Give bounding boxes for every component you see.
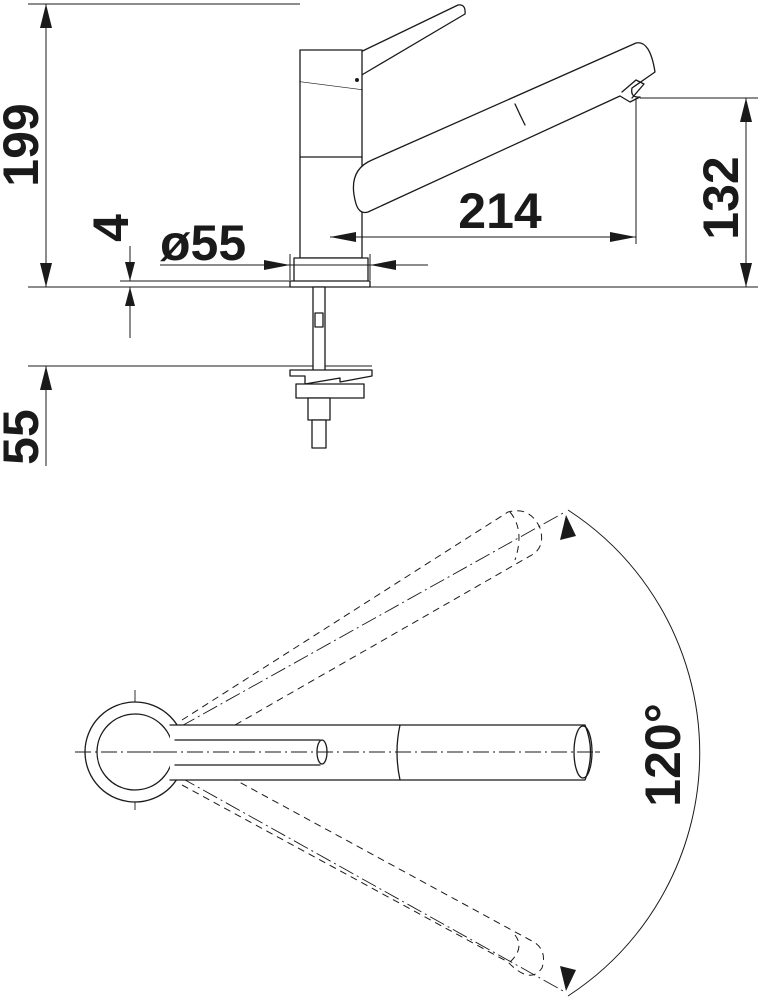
base-ring: [293, 257, 369, 283]
spray-head-outlet: [621, 79, 645, 99]
dim-214-arrow-right: [610, 232, 636, 242]
dim-base-thickness-label: 4: [83, 214, 139, 242]
mounting-bracket: [289, 369, 373, 385]
dim-4-arrow-bottom: [125, 287, 135, 306]
swivel-arrow-bottom: [560, 966, 576, 991]
dim-132-arrow-top: [740, 98, 752, 122]
spout-position-upper: [134, 510, 566, 753]
mounting-shank: [312, 286, 326, 372]
spout-position-lower: [134, 751, 566, 993]
dim-ø55-arrow-right: [370, 260, 396, 270]
side-view: 199 55 4 ø55 214 132: [0, 3, 758, 466]
dim-55-arrow-top: [40, 366, 52, 390]
swivel-angle-label: 120°: [635, 703, 691, 806]
dim-base-diameter-label: ø55: [160, 215, 246, 271]
threaded-rod: [307, 397, 331, 421]
mounting-nut: [295, 383, 365, 399]
spout: [352, 42, 656, 214]
spout-inner-pipe: [174, 739, 321, 766]
dim-ø55-arrow-left: [264, 260, 290, 270]
dim-spout-height-label: 132: [693, 156, 749, 239]
faucet-body: [299, 81, 363, 259]
spout-top-view: [169, 724, 592, 781]
hose-connector: [311, 419, 327, 449]
top-view: 120°: [75, 509, 701, 997]
dim-214-arrow-left: [330, 232, 356, 242]
dim-4-arrow-top: [125, 262, 135, 281]
lever-handle: [347, 4, 466, 77]
base-plate: [289, 280, 371, 288]
dim-total-height-label: 199: [0, 103, 49, 186]
dim-199-arrow-bottom: [40, 263, 52, 287]
dim-132-arrow-bottom: [740, 263, 752, 287]
dim-below-counter-label: 55: [0, 409, 49, 465]
indicator-dot: [355, 78, 359, 82]
swivel-arrow-top: [560, 515, 576, 540]
swivel-arc: [567, 509, 701, 997]
dim-spout-reach-label: 214: [458, 183, 542, 239]
shank-slot: [314, 312, 324, 328]
spout-ring: [514, 103, 526, 126]
dim-199-arrow-top: [40, 4, 52, 28]
